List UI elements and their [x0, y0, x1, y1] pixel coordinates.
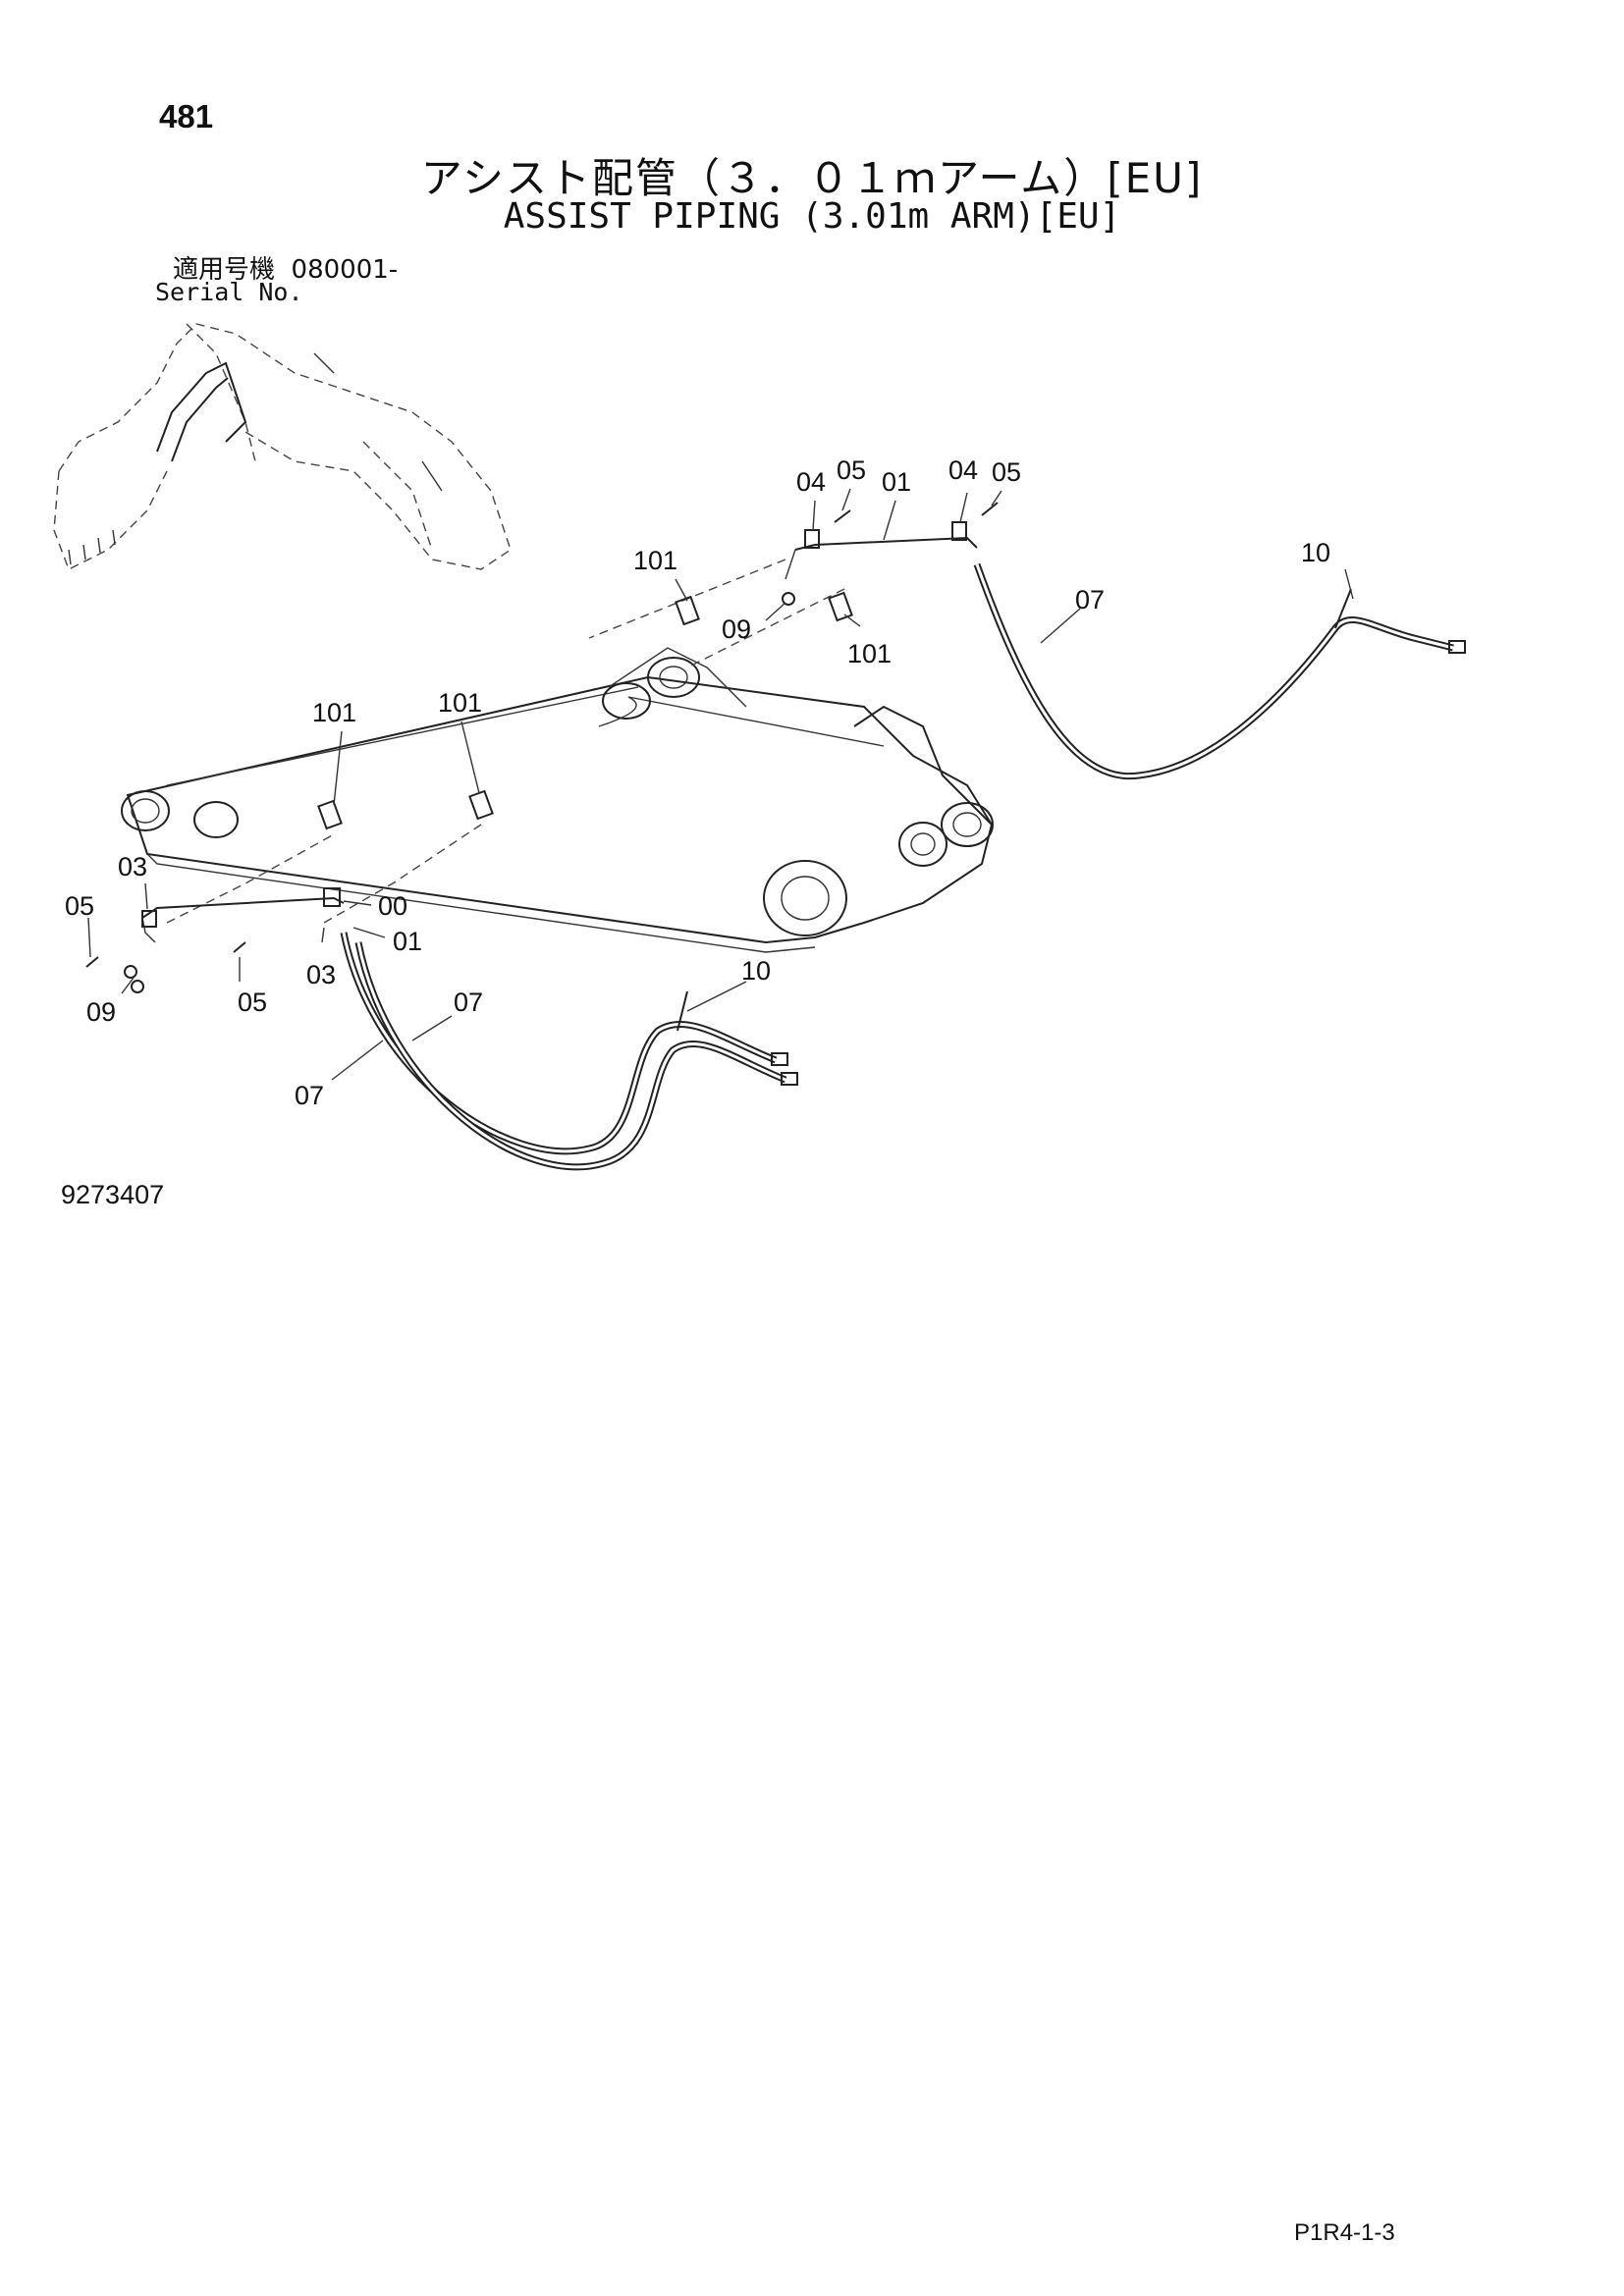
part-label-101: 101 [847, 639, 892, 668]
part-label-07: 07 [454, 988, 483, 1017]
part-label-05: 05 [65, 891, 94, 921]
title-english: ASSIST PIPING (3.01m ARM)[EU] [503, 196, 1121, 237]
part-label-10: 10 [1301, 538, 1330, 567]
part-label-04: 04 [948, 455, 978, 485]
figure-number: 9273407 [61, 1180, 165, 1209]
part-label-01: 01 [393, 927, 422, 956]
part-labels: 04 05 01 04 05 10 101 07 09 101 101 101 … [65, 455, 1330, 1110]
page-code: P1R4-1-3 [1294, 2219, 1395, 2246]
lower-hoses [340, 932, 798, 1171]
serial-value: 080001- [291, 255, 399, 285]
arm-body [121, 647, 994, 953]
part-label-03: 03 [306, 960, 336, 989]
part-label-101: 101 [633, 546, 677, 575]
title-japanese: アシスト配管（３．０１ｍアーム）[EU] [420, 154, 1204, 202]
upper-pipe-assembly [675, 502, 999, 626]
part-label-07: 07 [1075, 585, 1105, 614]
part-label-04: 04 [796, 467, 826, 497]
lower-pipe-assembly [85, 789, 494, 993]
leader-lines [87, 488, 1354, 1081]
part-label-05: 05 [992, 457, 1021, 487]
part-label-101: 101 [438, 688, 482, 718]
part-label-03: 03 [118, 852, 147, 881]
serial-label-english: Serial No. [155, 278, 303, 306]
part-label-09: 09 [86, 997, 116, 1027]
serial-line-japanese: 適用号機 080001- [173, 249, 398, 286]
page-number: 481 [159, 98, 214, 134]
part-label-09: 09 [722, 614, 751, 644]
part-label-07: 07 [295, 1081, 324, 1110]
part-label-05: 05 [238, 988, 267, 1017]
part-label-10: 10 [741, 956, 771, 986]
part-label-05: 05 [837, 455, 866, 485]
serial-label-japanese: 適用号機 [173, 255, 276, 285]
machine-thumbnail [53, 323, 512, 570]
part-label-00: 00 [378, 891, 407, 921]
part-label-101: 101 [312, 698, 356, 727]
part-label-01: 01 [882, 467, 911, 497]
upper-hose [973, 562, 1466, 780]
